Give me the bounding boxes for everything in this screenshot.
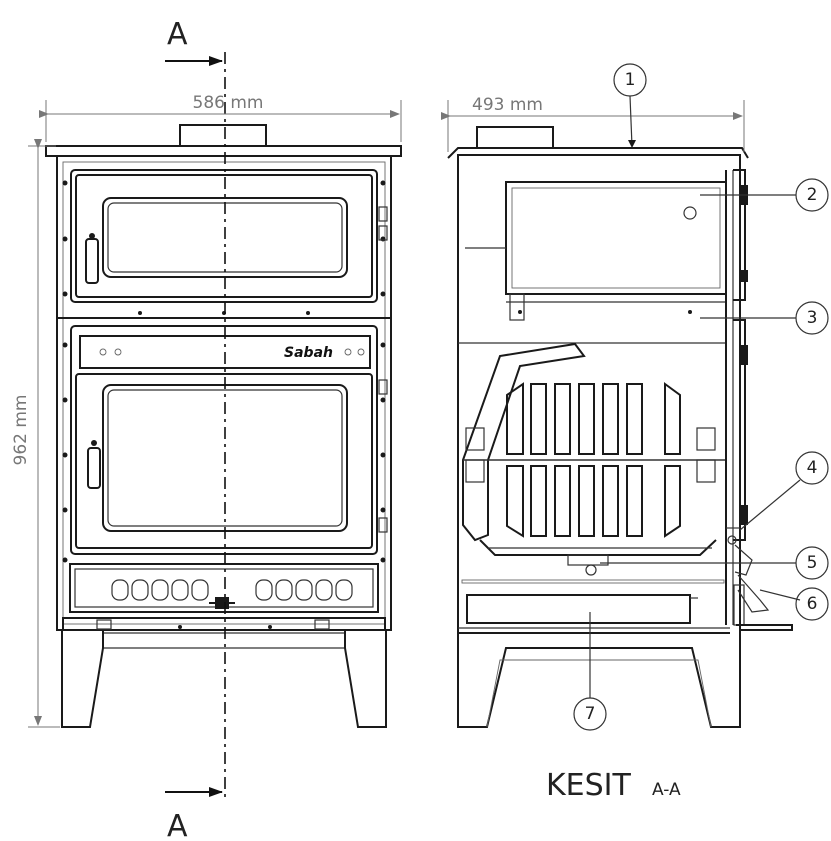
section-cut-line: A A: [165, 17, 226, 841]
section-title-text: KESIT: [546, 768, 632, 803]
svg-text:1: 1: [625, 70, 636, 90]
section-marker-top: A: [167, 17, 188, 52]
section-marker-bottom: A: [167, 809, 188, 841]
depth-dimension: 493 mm: [441, 95, 745, 152]
svg-text:2: 2: [807, 185, 818, 205]
height-dimension-label: 962 mm: [11, 395, 31, 466]
front-view: Sabah: [45, 124, 402, 728]
svg-text:5: 5: [807, 553, 818, 573]
svg-text:6: 6: [807, 594, 818, 614]
front-side-bolts: [62, 180, 386, 629]
svg-text:4: 4: [807, 458, 818, 478]
depth-dimension-label: 493 mm: [472, 95, 543, 115]
side-section-view: [447, 126, 793, 728]
front-flue-collar: [179, 124, 267, 147]
side-door-profile: [725, 169, 793, 631]
svg-text:3: 3: [807, 308, 818, 328]
front-leg-right: [344, 630, 387, 728]
callout-6: 6: [759, 587, 829, 621]
svg-text:7: 7: [585, 704, 596, 724]
oven-chamber: [465, 181, 727, 321]
front-leg-left: [61, 630, 104, 728]
brand-logo: Sabah: [284, 345, 333, 361]
firebox: [462, 342, 726, 576]
side-flue-collar: [476, 126, 554, 149]
callout-4: 4: [739, 451, 829, 531]
callout-1: 1: [613, 63, 647, 148]
front-top-plate: [45, 145, 402, 157]
callout-5: 5: [600, 546, 829, 580]
height-dimension: 962 mm: [11, 139, 60, 728]
grate-bars: [506, 382, 681, 538]
oven-door: [70, 169, 378, 303]
firebox-door-handle: [87, 447, 101, 489]
brand-plate: Sabah: [79, 335, 371, 369]
oven-door-handle: [85, 238, 99, 284]
ash-drawer: [69, 563, 379, 613]
section-title-suffix: A-A: [652, 780, 681, 800]
air-vent-slots: [111, 579, 353, 601]
callout-2: 2: [700, 178, 829, 212]
ash-pan: [461, 579, 725, 624]
width-dimension: 586 mm: [39, 93, 402, 142]
width-dimension-label: 586 mm: [193, 93, 264, 113]
callout-3: 3: [700, 301, 829, 335]
callout-7: 7: [573, 612, 607, 731]
section-title: KESIT A-A: [546, 768, 681, 803]
side-body: [457, 154, 741, 728]
